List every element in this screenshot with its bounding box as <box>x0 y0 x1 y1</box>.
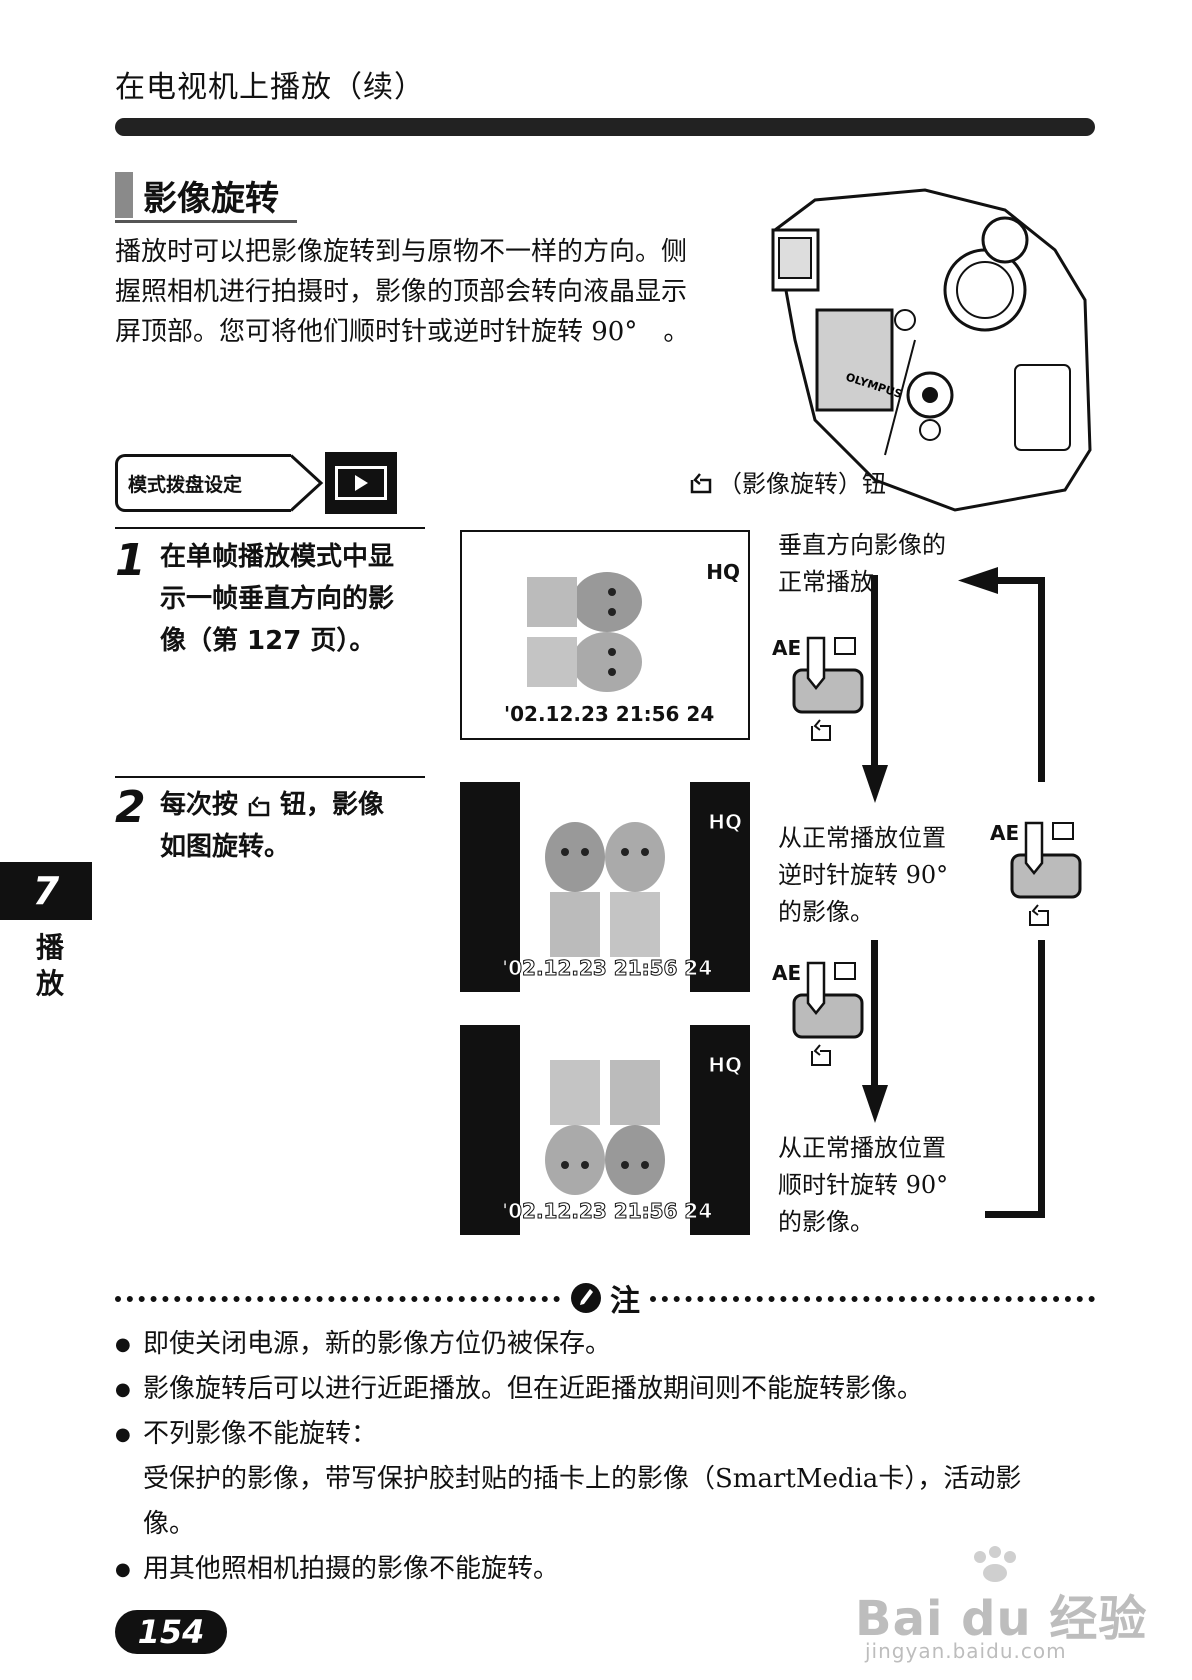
step-line: 如图旋转。 <box>160 832 291 862</box>
arrow-down-icon <box>862 940 888 1123</box>
dotted-rule <box>650 1296 1095 1302</box>
return-arrow-icon <box>958 567 1045 1218</box>
step-line: 每次按 <box>160 790 239 820</box>
puppies-image-upright <box>545 822 665 957</box>
flow-label-cw: 从正常播放位置 顺时针旋转 90° 的影像。 <box>778 1130 948 1241</box>
play-icon <box>355 475 368 491</box>
step-line: 在单帧播放模式中显 <box>160 542 395 572</box>
chapter-number-tab: 7 <box>0 862 92 920</box>
flow-line: 的影像。 <box>778 1208 874 1236</box>
playback-mode-icon <box>325 452 397 514</box>
page-header-title: 在电视机上播放（续） <box>115 70 425 105</box>
flow-label-ccw: 从正常播放位置 逆时针旋转 90° 的影像。 <box>778 820 948 931</box>
ae-rotate-button-graphic: AE <box>772 630 867 750</box>
intro-line: 握照相机进行拍摄时，影像的顶部会转向液晶显示 <box>115 277 688 307</box>
step-number: 2 <box>115 782 146 833</box>
note-icon <box>571 1283 601 1313</box>
paw-icon <box>974 1546 1016 1582</box>
flow-line: 垂直方向影像的 <box>778 531 946 559</box>
header-rule <box>115 118 1095 136</box>
note-divider: 注 <box>115 1283 1095 1319</box>
ae-rotate-button-graphic: AE <box>990 815 1085 935</box>
step-2-text: 每次按 钮，影像 如图旋转。 <box>160 784 425 868</box>
flow-line: 正常播放 <box>778 568 874 596</box>
dotted-rule <box>115 1296 560 1302</box>
image-panel <box>520 782 690 992</box>
section-heading: 影像旋转 <box>115 172 287 219</box>
date-stamp: '02.12.23 21:56 24 <box>501 1199 713 1224</box>
flow-line: 从正常播放位置 <box>778 1134 946 1162</box>
watermark-brand: Bai du 经验 <box>855 1591 1148 1647</box>
step-rule <box>115 776 425 778</box>
puppies-image-rotated <box>527 572 642 692</box>
chapter-name: 播放 <box>36 931 65 1000</box>
heading-underline <box>115 220 297 223</box>
mode-dial-label: 模式拨盘设定 <box>115 454 291 512</box>
date-stamp: '02.12.23 21:56 24 <box>501 956 713 981</box>
note-item: 即使关闭电源，新的影像方位仍被保存。 <box>115 1322 1095 1367</box>
rotate-button-label: （影像旋转）钮 <box>718 470 886 498</box>
intro-paragraph: 播放时可以把影像旋转到与原物不一样的方向。侧 握照相机进行拍摄时，影像的顶部会转… <box>115 232 755 352</box>
rotate-icon <box>248 796 270 817</box>
note-item: 用其他照相机拍摄的影像不能旋转。 <box>115 1547 1095 1592</box>
puppies-image-inverted <box>545 1060 665 1195</box>
note-title: 注 <box>560 1276 650 1320</box>
note-item: 影像旋转后可以进行近距播放。但在近距播放期间则不能旋转影像。 <box>115 1367 1095 1412</box>
flow-line: 从正常播放位置 <box>778 824 946 852</box>
watermark-url: jingyan.baidu.com <box>865 1639 1067 1663</box>
watermark: Bai du 经验 jingyan.baidu.com <box>855 1545 1165 1665</box>
tag-arrow <box>291 454 324 512</box>
arrow-down-icon <box>862 575 888 803</box>
note-item: 不列影像不能旋转： <box>115 1412 1095 1457</box>
note-title-text: 注 <box>610 1284 640 1319</box>
ae-label: AE <box>990 821 1020 845</box>
lcd-screen-cw: HQ '02.12.23 21:56 24 <box>460 1025 750 1235</box>
note-sub-line: 像。 <box>143 1509 196 1539</box>
step-rule <box>115 527 425 529</box>
section-heading-text: 影像旋转 <box>143 178 279 219</box>
ae-label: AE <box>772 961 802 985</box>
lcd-screen-ccw: HQ '02.12.23 21:56 24 <box>460 782 750 992</box>
lcd-screen-normal: HQ '02.12.23 21:56 24 <box>460 530 750 740</box>
step-line: 示一帧垂直方向的影 <box>160 584 395 614</box>
quality-badge: HQ <box>708 810 743 835</box>
step-line: 像（第 127 页）。 <box>160 626 376 656</box>
flow-line: 的影像。 <box>778 898 874 926</box>
flow-label-normal: 垂直方向影像的 正常播放 <box>778 527 946 601</box>
step-1-text: 在单帧播放模式中显 示一帧垂直方向的影 像（第 127 页）。 <box>160 536 425 662</box>
camera-illustration: OLYMPUS <box>771 188 1092 512</box>
heading-marker <box>115 172 133 218</box>
ae-label: AE <box>772 636 802 660</box>
intro-line: 播放时可以把影像旋转到与原物不一样的方向。侧 <box>115 237 688 267</box>
flow-line: 顺时针旋转 90° <box>778 1171 949 1199</box>
mode-dial-setting: 模式拨盘设定 <box>115 452 397 514</box>
intro-line: 屏顶部。您可将他们顺时针或逆时针旋转 90° 。 <box>115 317 690 347</box>
date-stamp: '02.12.23 21:56 24 <box>504 702 715 726</box>
page-number: 154 <box>115 1610 227 1654</box>
step-number: 1 <box>115 535 146 586</box>
rotate-button-callout: （影像旋转）钮 <box>688 464 886 499</box>
note-list: 即使关闭电源，新的影像方位仍被保存。 影像旋转后可以进行近距播放。但在近距播放期… <box>115 1322 1095 1592</box>
quality-badge: HQ <box>706 560 740 584</box>
step-line: 钮，影像 <box>280 790 385 820</box>
ae-rotate-button-graphic: AE <box>772 955 867 1075</box>
image-panel <box>520 1025 690 1235</box>
flow-line: 逆时针旋转 90° <box>778 861 949 889</box>
note-sub-line: 受保护的影像，带写保护胶封贴的插卡上的影像（SmartMedia卡），活动影 <box>143 1464 1022 1494</box>
rotate-icon <box>690 472 712 493</box>
quality-badge: HQ <box>708 1053 743 1078</box>
